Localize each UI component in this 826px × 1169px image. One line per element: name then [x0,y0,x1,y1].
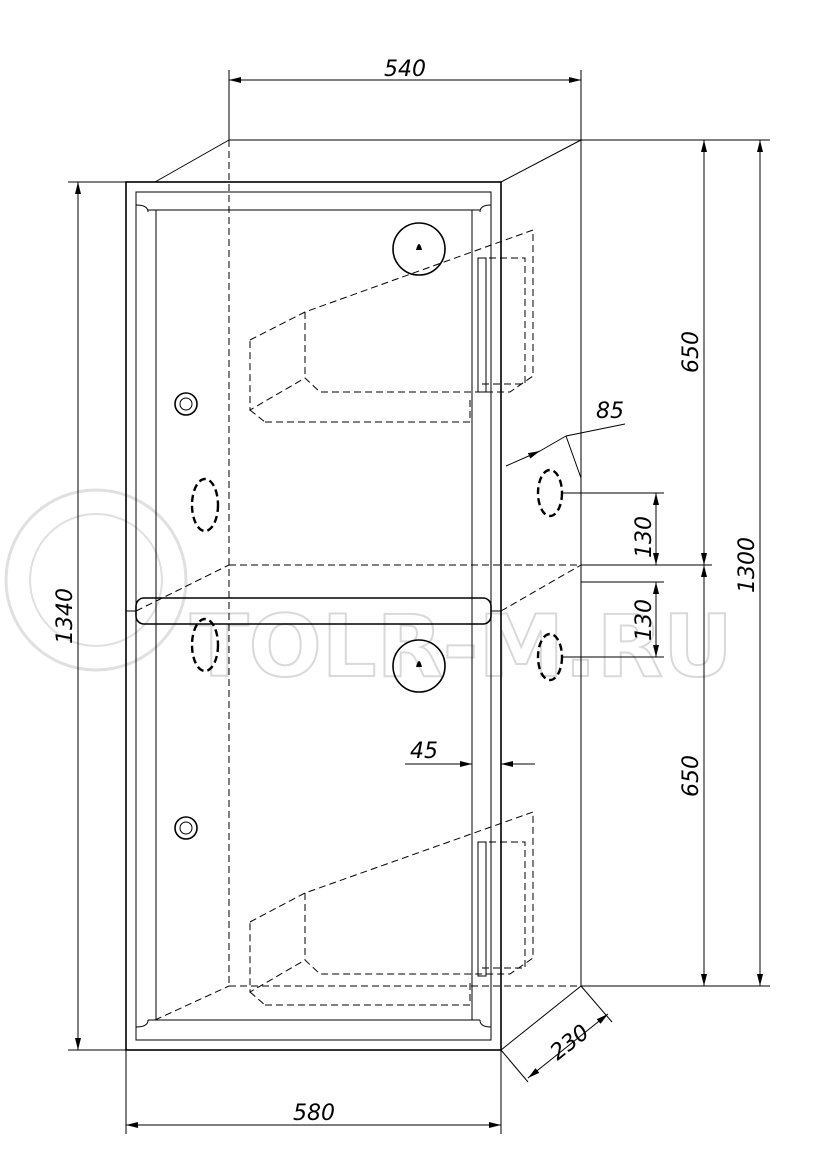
lower-left-hole-icon [174,816,198,840]
dim-hole-offset-lower-label: 130 [632,599,657,641]
dim-lower-height-label: 650 [679,755,704,797]
dim-top-width-label: 540 [384,57,426,82]
upper-left-hole-icon [174,392,198,416]
dim-depth: 230 [500,985,613,1083]
hidden-back-box [135,140,582,1021]
side-knockout-upper [536,468,564,518]
upper-hose-rack [249,229,534,423]
lower-lock-icon [392,639,446,693]
dim-right-height: 1300 [581,139,770,987]
dim-hole-diameter-label: 85 [596,399,624,424]
watermark-logo: TOLR-M.RU [4,488,734,698]
dim-bottom-width: 580 [125,1050,502,1134]
dim-left-height: 1340 [53,181,126,1051]
dim-wall-offset-label: 45 [410,739,438,764]
watermark-text: TOLR-M.RU [190,597,733,697]
cabinet-front-frame [125,181,502,1051]
dim-right-height-label: 1300 [735,537,760,593]
dim-upper-height-label: 650 [679,331,704,373]
lower-hose-rack [249,811,534,1006]
left-knockout-lower [190,617,220,673]
cabinet-top-perspective [154,139,582,1051]
dim-wall-offset: 45 [405,739,535,767]
dim-hole-offset-upper-label: 130 [632,516,657,558]
dim-section-heights: 650 650 [581,140,712,986]
dim-depth-label: 230 [546,1020,594,1066]
upper-lock-icon [392,222,446,276]
dim-hole-diameter: 85 [505,399,626,479]
dim-left-height-label: 1340 [53,588,78,644]
dim-hole-offsets: 130 130 [562,492,664,658]
left-knockout-upper [190,477,220,533]
dim-top-width: 540 [228,57,582,140]
dim-bottom-width-label: 580 [293,1101,335,1126]
